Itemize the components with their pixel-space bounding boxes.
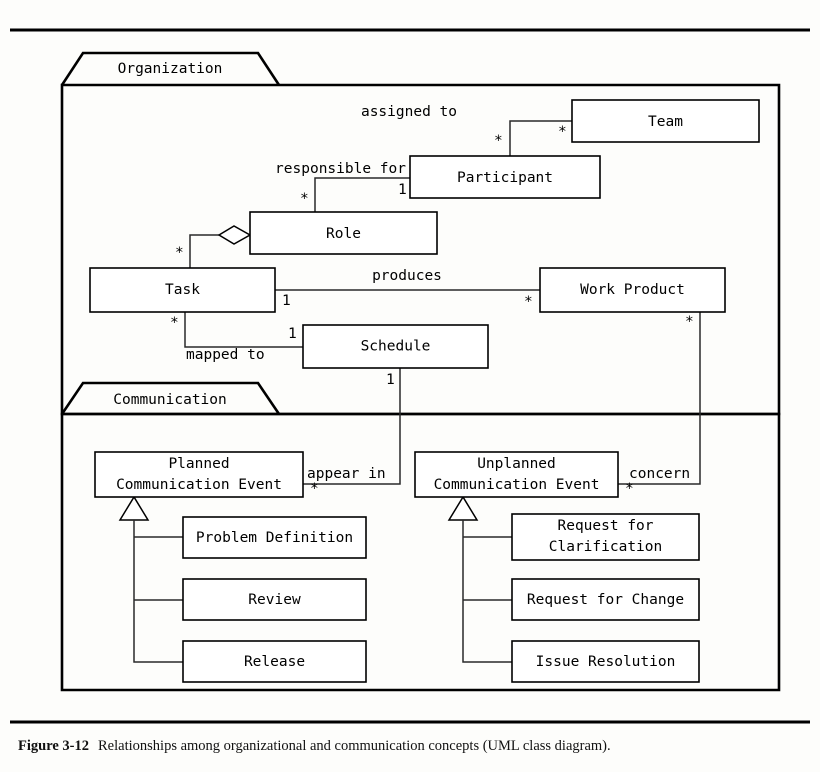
mult-assigned-to-team: * — [558, 124, 567, 140]
class-request-for-change[interactable]: Request for Change — [511, 578, 700, 621]
generalization-planned — [118, 495, 183, 663]
figure-caption-text: Relationships among organizational and c… — [98, 738, 611, 754]
class-problem-definition-box[interactable] — [182, 516, 367, 559]
label-produces: produces — [372, 268, 442, 284]
mult-concern-work-product: * — [685, 314, 694, 330]
class-team-box[interactable] — [571, 99, 760, 143]
association-mapped-to — [184, 312, 303, 348]
class-unplanned-communication-event-label-line1: Unplanned — [477, 456, 556, 472]
association-responsible-for — [314, 177, 410, 213]
mapped-to-line — [184, 312, 303, 348]
class-unplanned-communication-event[interactable]: Unplanned Communication Event — [414, 451, 619, 498]
class-task-box[interactable] — [89, 267, 276, 313]
class-planned-communication-event[interactable]: Planned Communication Event — [94, 451, 304, 498]
mult-produces-work-product: * — [524, 294, 533, 310]
mult-responsible-for-role: * — [300, 191, 309, 207]
class-release-box[interactable] — [182, 640, 367, 683]
class-request-for-clarification-box[interactable] — [511, 513, 700, 561]
class-team[interactable]: Team — [571, 99, 760, 143]
package-organization-label: Organization — [118, 61, 223, 77]
mult-appear-in-planned: * — [310, 481, 319, 497]
aggregation-diamond — [217, 225, 252, 245]
class-unplanned-communication-event-box[interactable] — [414, 451, 619, 498]
generalization-unplanned — [447, 495, 512, 663]
class-schedule-box[interactable] — [302, 324, 489, 369]
class-role[interactable]: Role — [249, 211, 438, 255]
class-release-label: Release — [244, 654, 305, 670]
class-release[interactable]: Release — [182, 640, 367, 683]
class-planned-communication-event-label-line2: Communication Event — [116, 477, 282, 493]
class-issue-resolution-box[interactable] — [511, 640, 700, 683]
mult-concern-unplanned: * — [625, 481, 634, 497]
class-planned-communication-event-label-line1: Planned — [168, 456, 229, 472]
class-unplanned-communication-event-label-line2: Communication Event — [434, 477, 600, 493]
association-concern — [618, 312, 701, 485]
package-communication-tab — [60, 381, 281, 415]
mult-assigned-to-participant: * — [494, 133, 503, 149]
class-role-box[interactable] — [249, 211, 438, 255]
generalization-unplanned-spine — [462, 520, 512, 663]
mult-mapped-to-task: * — [170, 315, 179, 331]
class-review-box[interactable] — [182, 578, 367, 621]
mult-mapped-to-schedule: 1 — [288, 326, 297, 342]
responsible-for-line — [314, 177, 410, 213]
class-request-for-clarification-label-line1: Request for — [557, 518, 653, 534]
class-role-label: Role — [326, 226, 361, 242]
class-work-product[interactable]: Work Product — [539, 267, 726, 313]
class-work-product-box[interactable] — [539, 267, 726, 313]
assigned-to-line — [509, 120, 572, 160]
class-request-for-change-box[interactable] — [511, 578, 700, 621]
class-problem-definition-label: Problem Definition — [196, 530, 353, 546]
class-review[interactable]: Review — [182, 578, 367, 621]
package-communication: Communication — [60, 381, 781, 692]
appear-in-line — [303, 368, 401, 485]
label-assigned-to: assigned to — [361, 104, 457, 120]
class-task-label: Task — [165, 282, 200, 298]
class-work-product-label: Work Product — [580, 282, 685, 298]
class-participant-label: Participant — [457, 170, 553, 186]
mult-produces-task: 1 — [282, 293, 291, 309]
label-concern: concern — [629, 466, 690, 482]
class-problem-definition[interactable]: Problem Definition — [182, 516, 367, 559]
figure-caption: Figure 3-12 Relationships among organizat… — [18, 738, 808, 755]
class-team-label: Team — [648, 114, 683, 130]
class-participant-box[interactable] — [409, 155, 601, 199]
mult-responsible-for-participant: 1 — [398, 182, 407, 198]
package-communication-label: Communication — [113, 392, 227, 408]
concern-line — [618, 312, 701, 485]
label-appear-in: appear in — [307, 466, 386, 482]
class-issue-resolution[interactable]: Issue Resolution — [511, 640, 700, 683]
association-appear-in — [303, 368, 401, 485]
aggregation-line — [189, 234, 219, 268]
package-organization-tab — [60, 51, 281, 86]
mult-appear-in-schedule: 1 — [386, 372, 395, 388]
class-schedule-label: Schedule — [361, 339, 431, 355]
class-task[interactable]: Task — [89, 267, 276, 313]
package-communication-frame — [60, 412, 781, 692]
aggregation-role-task — [189, 225, 252, 268]
class-schedule[interactable]: Schedule — [302, 324, 489, 369]
class-request-for-change-label: Request for Change — [527, 592, 684, 608]
class-issue-resolution-label: Issue Resolution — [536, 654, 676, 670]
generalization-planned-spine — [133, 520, 183, 663]
class-review-label: Review — [248, 592, 301, 608]
mult-aggregation-task: * — [175, 245, 184, 261]
class-planned-communication-event-box[interactable] — [94, 451, 304, 498]
label-mapped-to: mapped to — [186, 347, 265, 363]
class-request-for-clarification[interactable]: Request for Clarification — [511, 513, 700, 561]
generalization-triangle-planned — [118, 495, 150, 521]
generalization-triangle-unplanned — [447, 495, 479, 521]
class-request-for-clarification-label-line2: Clarification — [549, 539, 663, 555]
label-responsible-for: responsible for — [275, 161, 406, 177]
figure-number: Figure 3-12 — [18, 738, 90, 754]
association-assigned-to — [509, 120, 572, 160]
class-participant[interactable]: Participant — [409, 155, 601, 199]
